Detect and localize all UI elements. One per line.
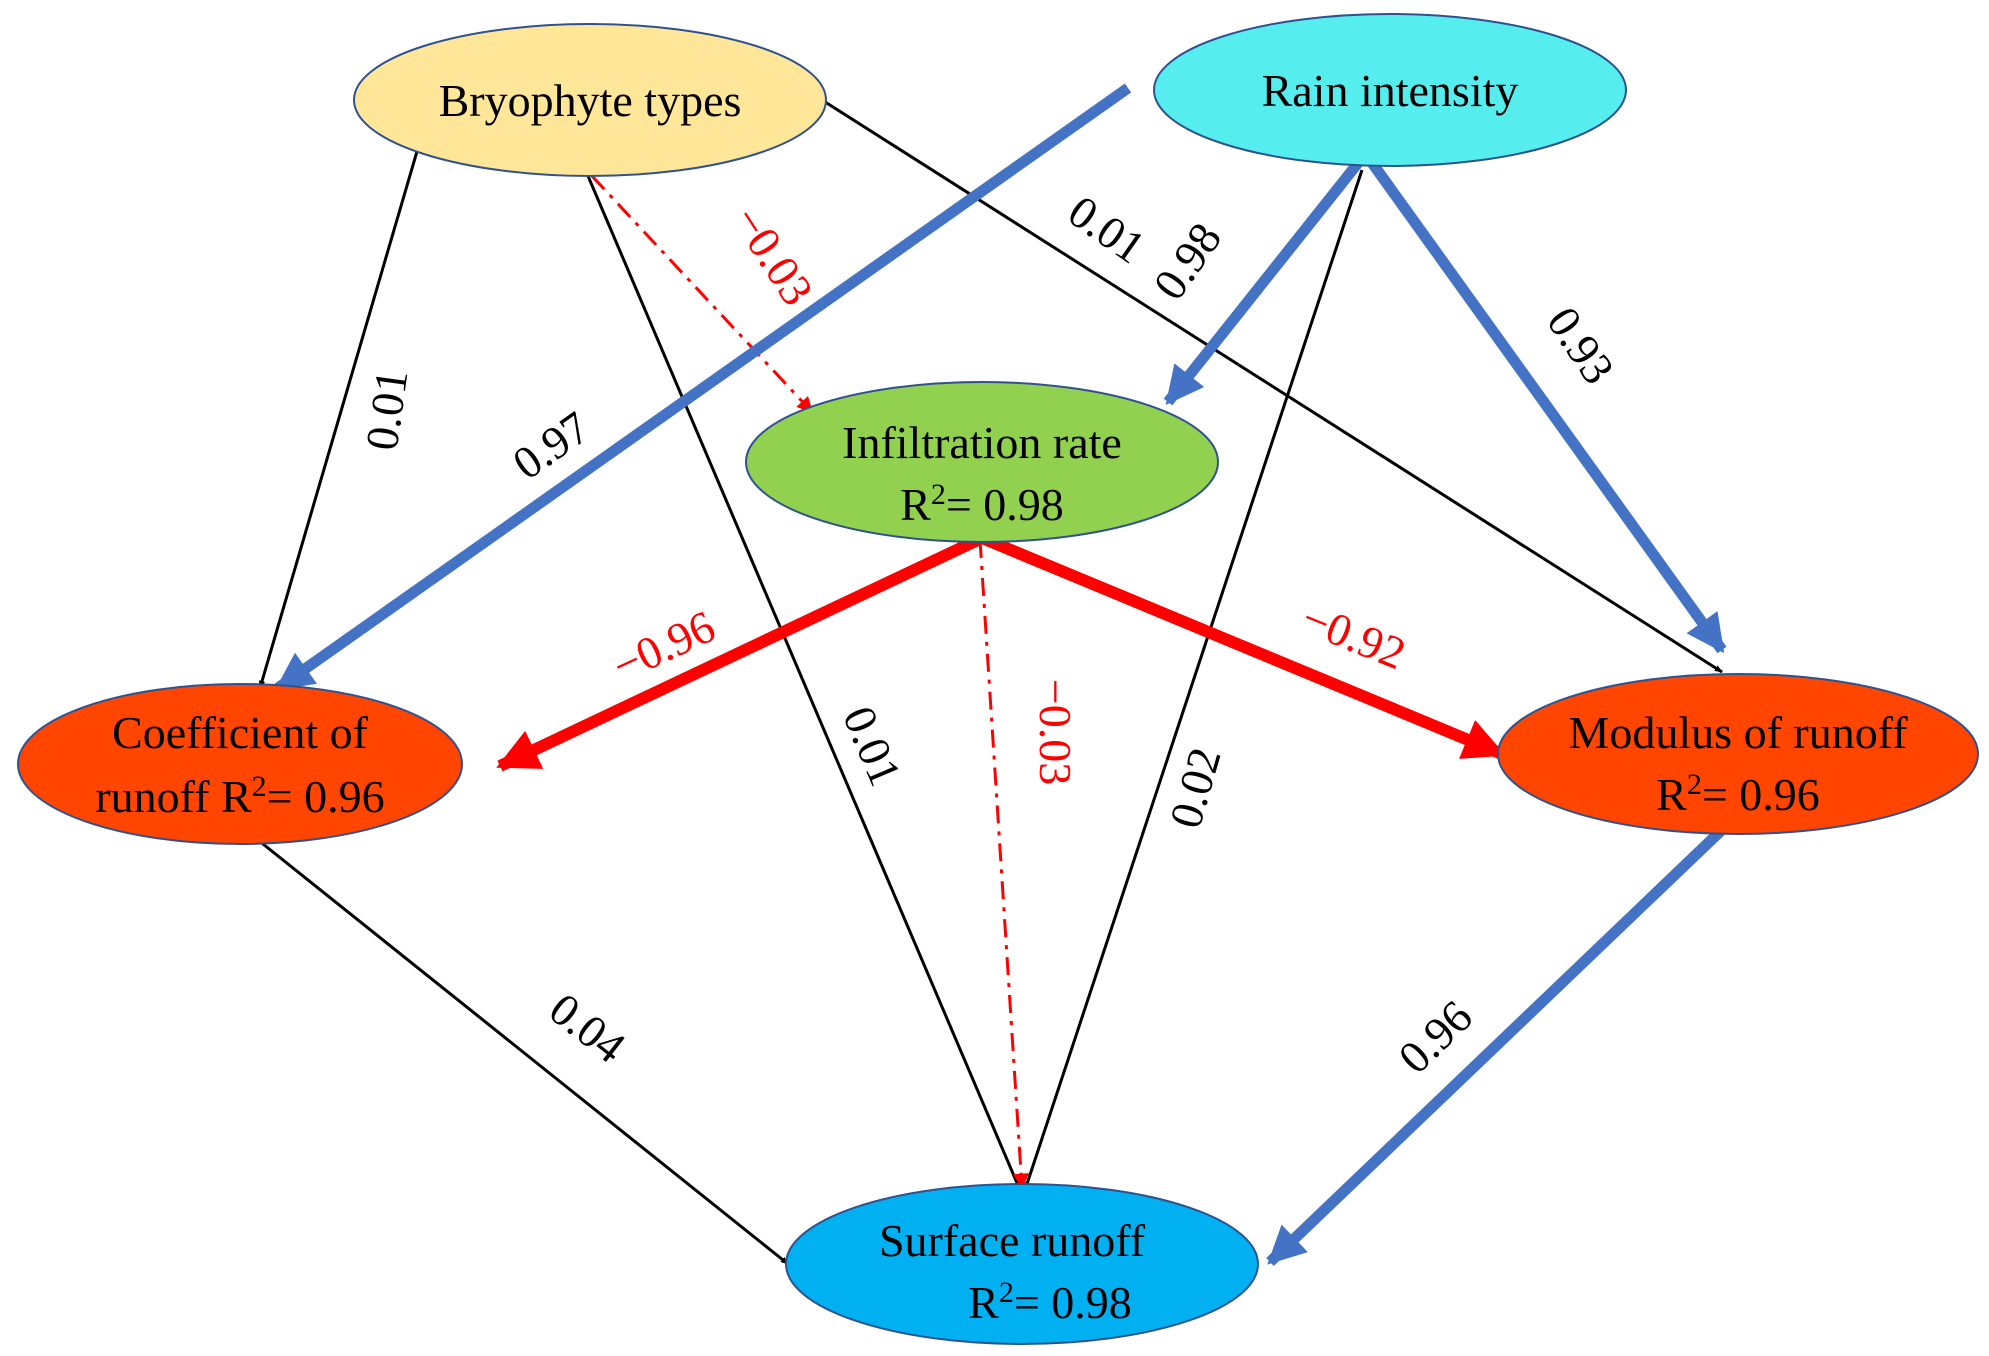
edge-infil-to-surface	[978, 539, 1030, 1190]
edge-rain-to-infil	[1163, 154, 1367, 406]
label-infil-to-coef: −0.96	[604, 600, 722, 691]
node-rain-label: Rain intensity	[1262, 65, 1519, 116]
node-coefficient-label: Coefficient of	[112, 707, 369, 758]
node-bryophyte-types: Bryophyte types	[353, 23, 827, 177]
node-bryophyte-label: Bryophyte types	[439, 75, 742, 126]
label-rain-to-infil: 0.98	[1143, 214, 1231, 309]
label-infil-to-surface: −0.03	[1030, 679, 1081, 785]
edge-bryo-to-surface	[586, 175, 1022, 1191]
node-modulus-r2: R2= 0.96	[1656, 768, 1820, 820]
node-modulus-of-runoff: Modulus of runoff R2= 0.96	[1497, 673, 1979, 835]
edge-bryo-to-coef	[258, 147, 420, 689]
node-infiltration-rate: Infiltration rate R2= 0.98	[745, 381, 1219, 543]
node-surface-label: Surface runoff	[879, 1215, 1146, 1266]
label-bryo-to-coef: 0.01	[356, 366, 418, 453]
label-bryo-to-infil: −0.03	[723, 197, 824, 314]
edge-rain-to-coef	[274, 83, 1132, 693]
node-surface-r2: R2= 0.98	[968, 1276, 1132, 1328]
label-coef-to-surface: 0.04	[540, 983, 635, 1073]
node-coefficient-of-runoff: Coefficient of runoff R2= 0.96	[17, 683, 463, 845]
edge-modulus-to-surface	[1266, 820, 1732, 1266]
label-rain-to-surface: 0.02	[1159, 742, 1230, 833]
node-surface-runoff: Surface runoff R2= 0.98	[785, 1183, 1259, 1345]
node-coefficient-shape	[17, 683, 463, 845]
node-rain-shape	[1153, 13, 1627, 167]
label-infil-to-modulus: −0.92	[1295, 592, 1413, 679]
edge-bryo-to-infil	[590, 174, 814, 414]
edge-coef-to-surface	[257, 838, 789, 1266]
edge-rain-to-modulus	[1365, 156, 1727, 654]
edge-infil-to-modulus	[979, 532, 1506, 760]
node-rain-intensity: Rain intensity	[1153, 13, 1627, 167]
node-infiltration-shape	[745, 381, 1219, 543]
node-coefficient-r2: runoff R2= 0.96	[95, 770, 384, 822]
node-modulus-shape	[1497, 673, 1979, 835]
node-infiltration-label: Infiltration rate	[842, 417, 1122, 468]
label-rain-to-modulus: 0.93	[1537, 298, 1624, 393]
node-infiltration-r2: R2= 0.98	[900, 478, 1064, 530]
node-surface-shape	[785, 1183, 1259, 1345]
edge-infil-to-coef	[496, 532, 985, 772]
node-modulus-label: Modulus of runoff	[1568, 707, 1908, 758]
node-bryophyte-shape	[353, 23, 827, 177]
edge-rain-to-surface	[1023, 169, 1364, 1191]
